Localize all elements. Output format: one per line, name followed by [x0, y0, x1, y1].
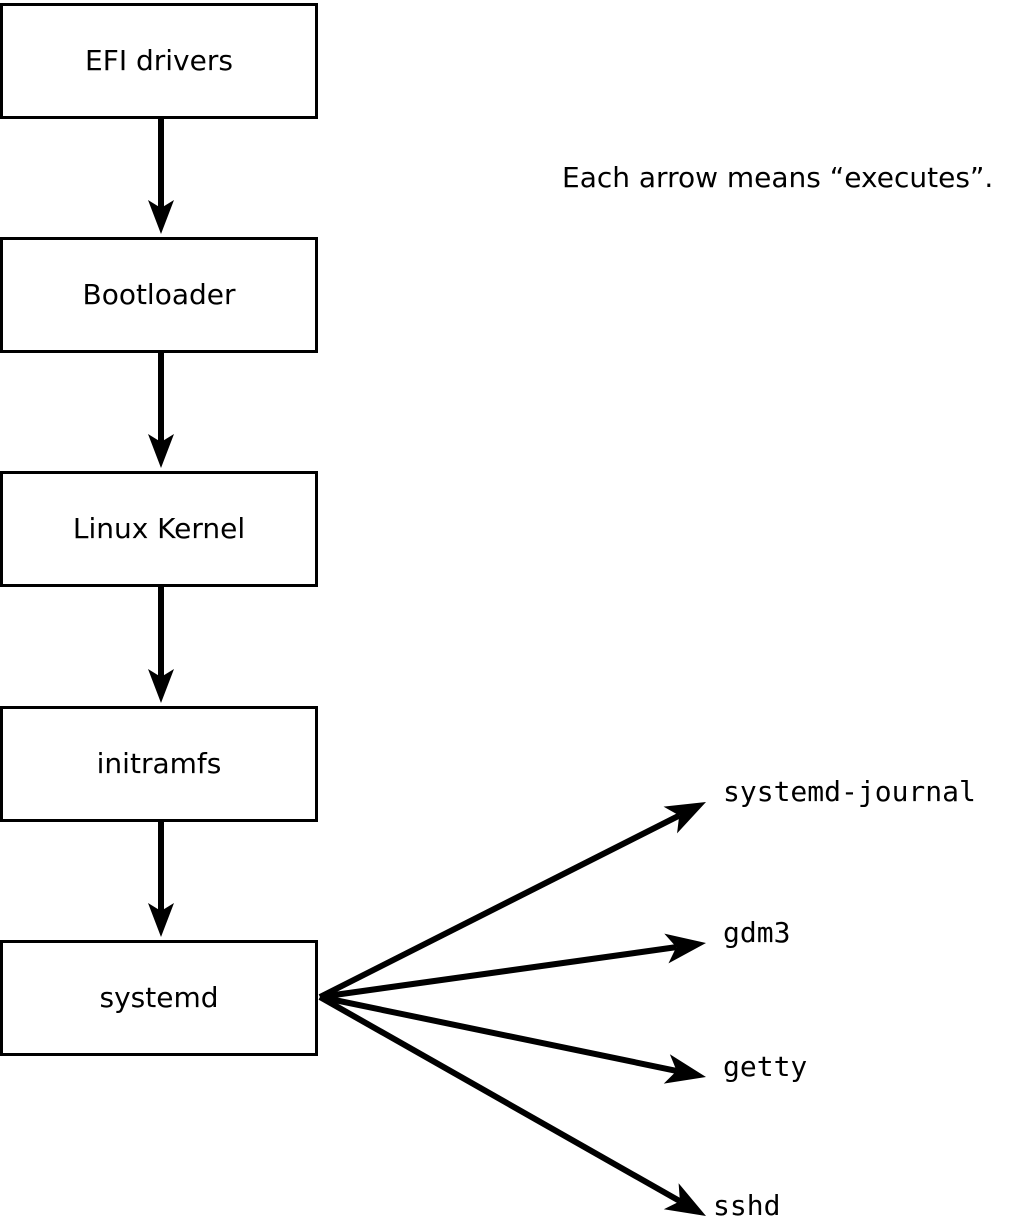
- boot-stage-label: systemd: [99, 981, 219, 1014]
- chain-arrow-linux-kernel-to-initramfs: [148, 587, 174, 703]
- boot-stage-box-efi-drivers: EFI drivers: [0, 3, 318, 119]
- fan-arrow-systemd-to-sshd: [318, 994, 706, 1216]
- fan-arrow-systemd-to-getty: [319, 994, 706, 1084]
- chain-arrow-initramfs-to-systemd: [148, 822, 174, 937]
- boot-stage-box-initramfs: initramfs: [0, 706, 318, 822]
- fan-arrow-group: [318, 802, 706, 1216]
- service-label-sshd: sshd: [713, 1189, 781, 1222]
- boot-stage-label: Bootloader: [82, 278, 236, 311]
- service-label-gdm3: gdm3: [723, 916, 791, 949]
- service-label-getty: getty: [723, 1050, 808, 1083]
- boot-stage-box-systemd: systemd: [0, 940, 318, 1056]
- boot-stage-box-linux-kernel: Linux Kernel: [0, 471, 318, 587]
- boot-stage-label: EFI drivers: [85, 44, 233, 77]
- chain-arrow-efi-drivers-to-bootloader: [148, 119, 174, 234]
- chain-arrow-bootloader-to-linux-kernel: [148, 353, 174, 468]
- fan-arrow-systemd-to-gdm3: [319, 933, 706, 1000]
- diagram-caption: Each arrow means “executes”.: [562, 161, 994, 194]
- fan-arrow-systemd-to-systemd-journal: [318, 802, 706, 1000]
- service-label-systemd-journal: systemd-journal: [723, 775, 976, 808]
- boot-stage-label: Linux Kernel: [72, 512, 246, 545]
- chain-arrow-group: [148, 119, 174, 937]
- boot-stage-box-bootloader: Bootloader: [0, 237, 318, 353]
- boot-stage-label: initramfs: [96, 747, 222, 780]
